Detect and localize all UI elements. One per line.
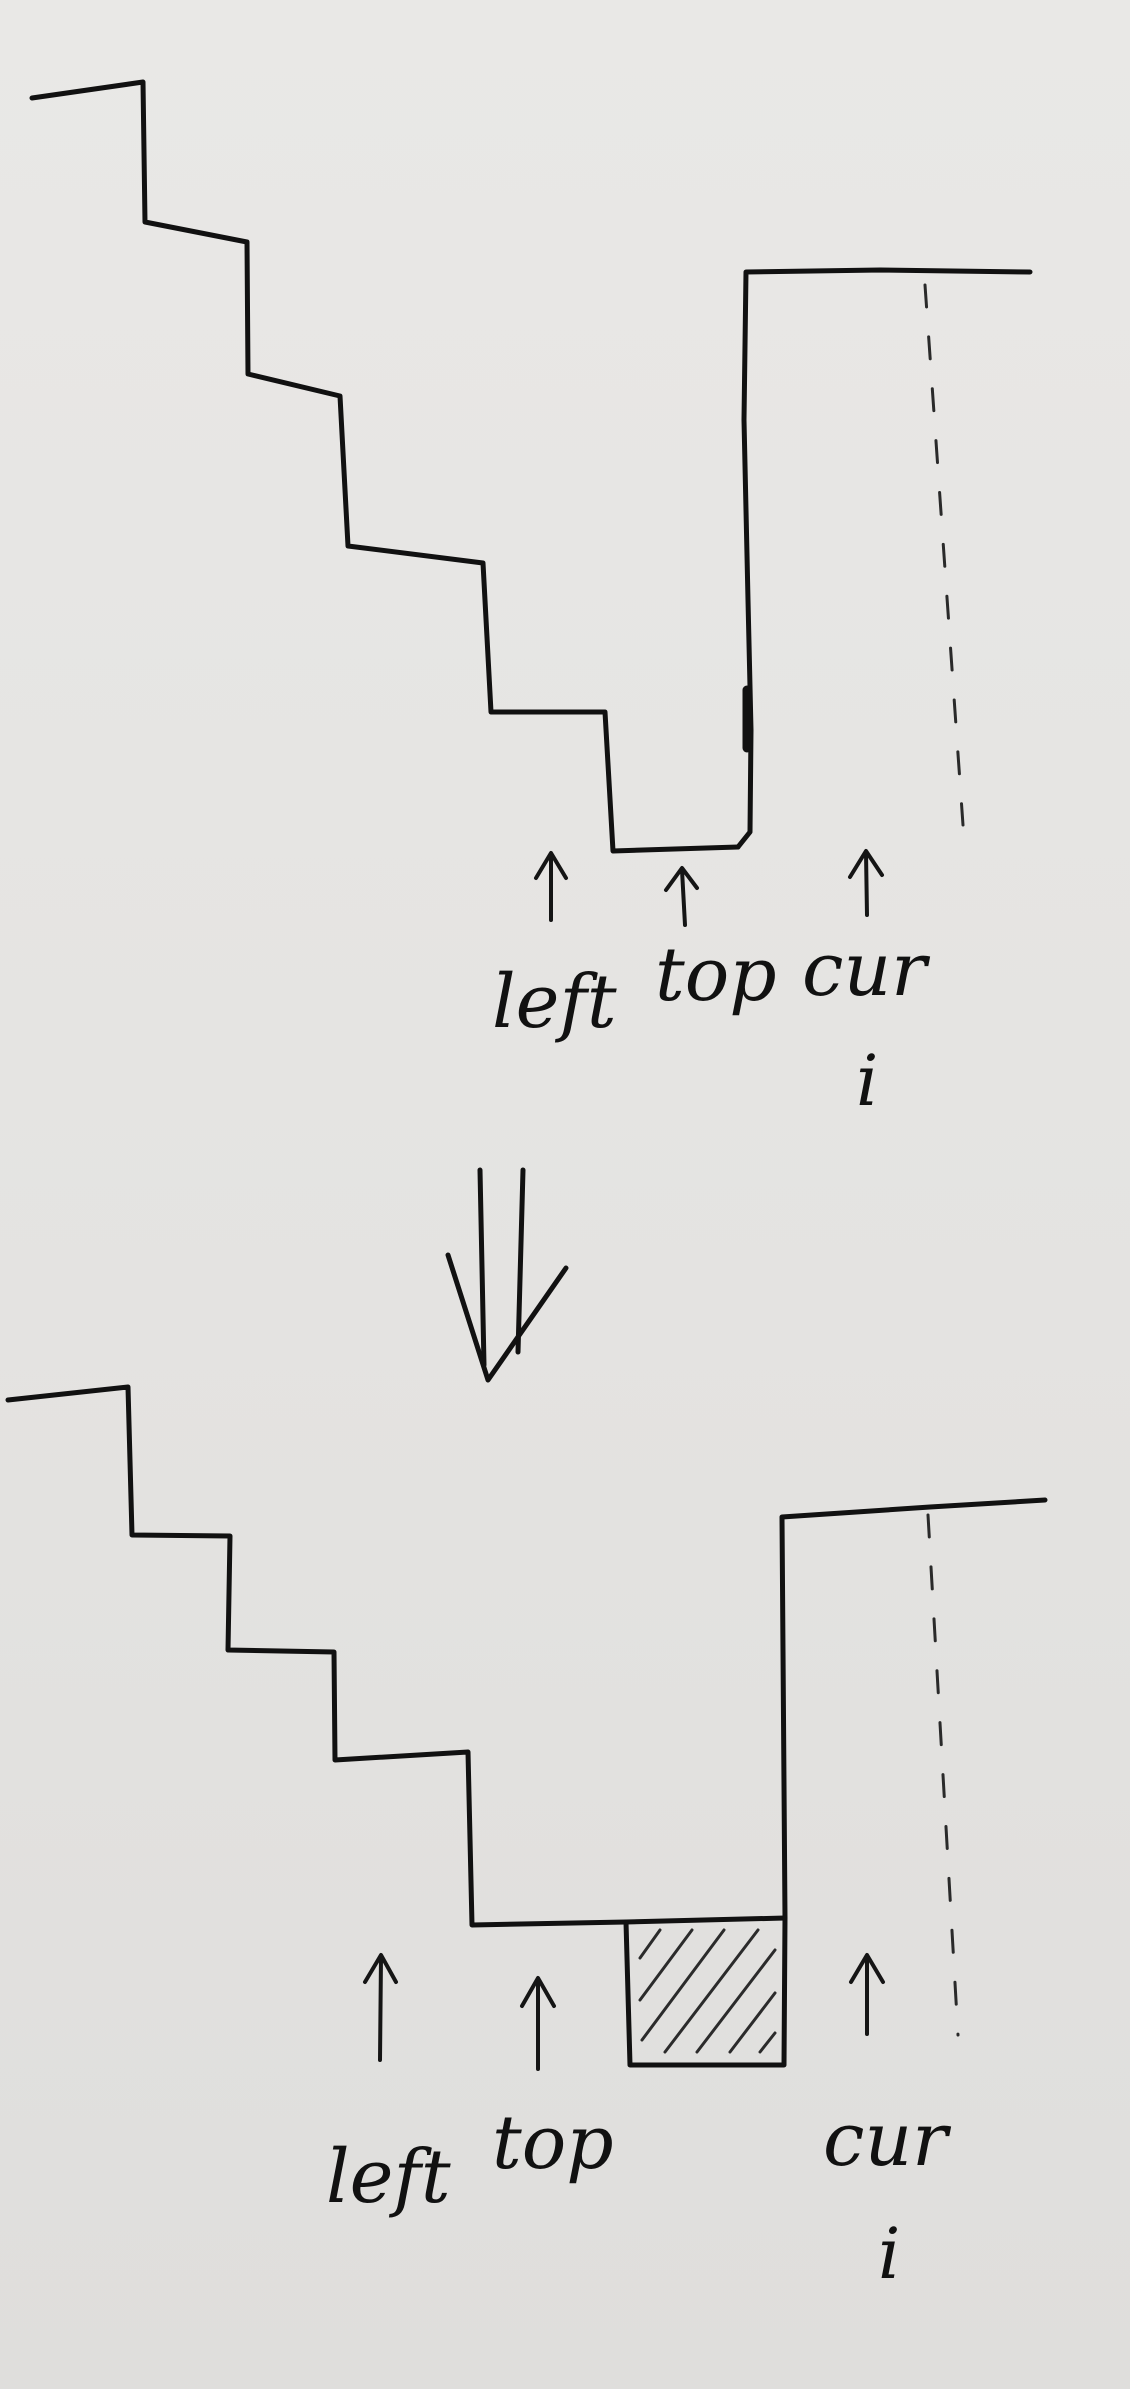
top-dashed-line	[923, 283, 965, 827]
bottom-right-wall	[779, 1497, 1048, 1921]
top-right-wall	[735, 267, 1033, 850]
top-staircase-outline	[29, 79, 741, 854]
bottom-panel: left top cur i	[5, 1384, 1048, 2295]
top-i-label: i	[856, 1040, 878, 1122]
top-top-arrow	[664, 866, 699, 927]
bottom-i-label: i	[878, 2213, 900, 2295]
double-arrow-shaft-left	[477, 1167, 487, 1368]
bottom-cur-arrow	[849, 1953, 885, 2036]
top-left-label: left	[492, 959, 617, 1045]
top-cur-arrow	[848, 849, 884, 917]
double-arrow-head	[445, 1252, 569, 1383]
double-arrow-shaft-right	[515, 1167, 526, 1355]
top-cur-label: cur	[802, 927, 931, 1013]
top-left-arrow	[534, 851, 568, 922]
bottom-left-arrow	[363, 1953, 398, 2062]
bottom-hatched-cell-outline	[623, 1915, 788, 2068]
top-top-label: top	[655, 932, 777, 1018]
transition-double-arrow	[445, 1167, 569, 1383]
bottom-staircase-outline	[5, 1384, 788, 1928]
bottom-top-label: top	[492, 2100, 614, 2186]
top-panel: left top cur i	[29, 79, 1033, 1122]
bottom-left-label: left	[326, 2134, 451, 2220]
bottom-dashed-line	[926, 1513, 960, 2037]
bottom-cur-label: cur	[823, 2097, 952, 2183]
bottom-hatch-lines	[638, 1928, 777, 2054]
bottom-top-arrow	[520, 1976, 556, 2071]
